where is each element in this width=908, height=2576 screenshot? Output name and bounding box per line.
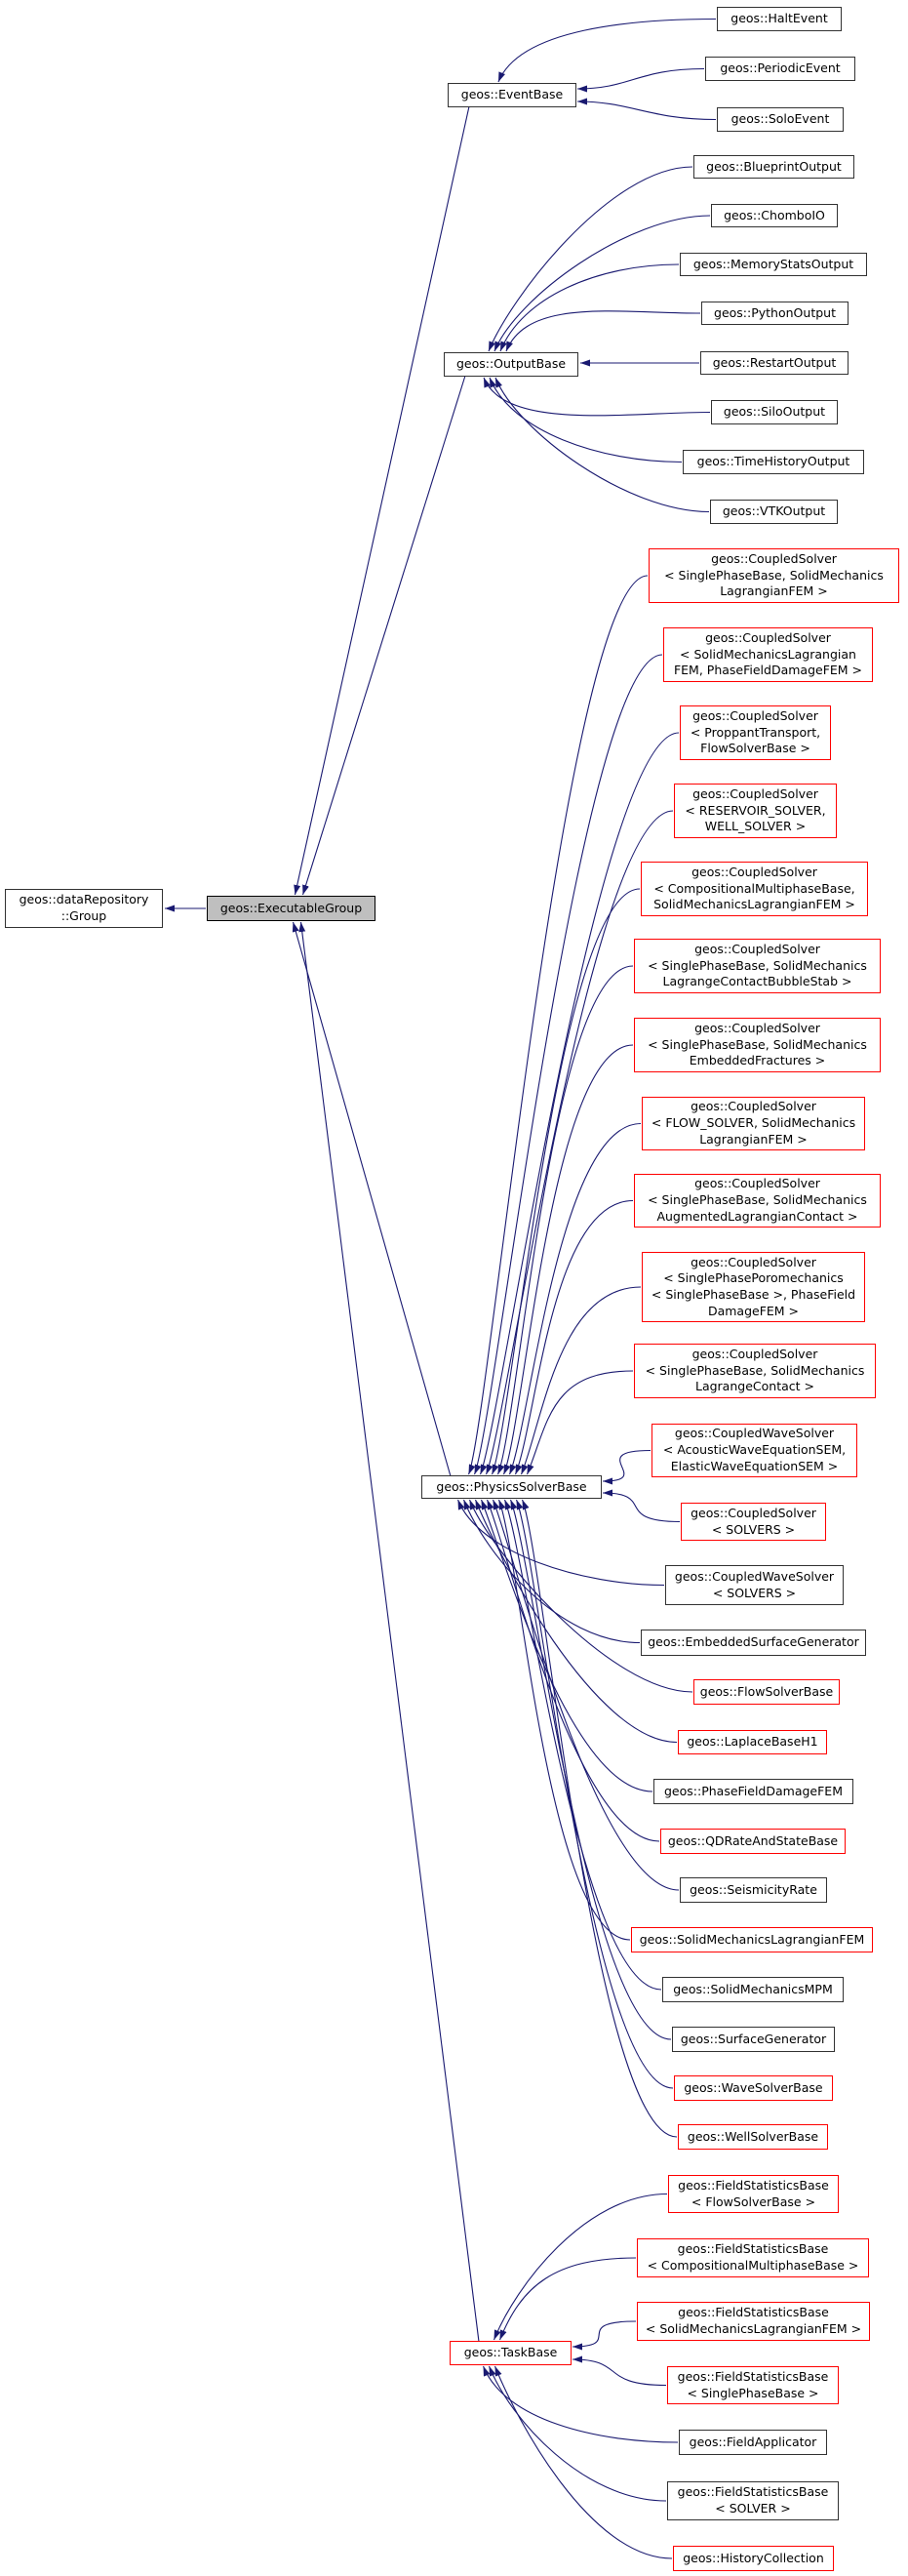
node-data-repository-group[interactable]: geos::dataRepository ::Group [5, 889, 163, 928]
inheritance-edge [301, 375, 466, 896]
node-task-base[interactable]: geos::TaskBase [450, 2341, 572, 2365]
node-coupledsolver-reservoir-well[interactable]: geos::CoupledSolver < RESERVOIR_SOLVER, … [674, 784, 837, 838]
inheritance-edge [467, 575, 649, 1475]
inheritance-edge [576, 98, 717, 121]
node-blueprint-output[interactable]: geos::BlueprintOutput [693, 155, 854, 179]
node-coupledsolver-solvers[interactable]: geos::CoupledSolver < SOLVERS > [681, 1503, 826, 1541]
inheritance-edge [298, 921, 480, 2343]
node-coupledsolver-flowsolver-lagrangianfem[interactable]: geos::CoupledSolver < FLOW_SOLVER, Solid… [642, 1097, 865, 1150]
inheritance-edge [493, 2365, 673, 2559]
inheritance-edge [602, 1449, 651, 1485]
inheritance-edge [483, 377, 711, 417]
node-seismicity-rate[interactable]: geos::SeismicityRate [680, 1877, 827, 1903]
node-coupledsolver-lagrangecontact[interactable]: geos::CoupledSolver < SinglePhaseBase, S… [634, 1344, 876, 1398]
inheritance-edge [294, 105, 470, 896]
node-coupledsolver-compositional-solidmech[interactable]: geos::CoupledSolver < CompositionalMulti… [641, 862, 868, 916]
node-solid-mechanics-mpm[interactable]: geos::SolidMechanicsMPM [662, 1977, 844, 2002]
inheritance-edge [497, 18, 717, 83]
inheritance-edge [503, 1499, 662, 1991]
node-fieldstatistics-compositional-multiphase[interactable]: geos::FieldStatisticsBase < Compositiona… [637, 2238, 869, 2277]
inheritance-edge [462, 1499, 641, 1644]
inheritance-edge [576, 67, 705, 93]
inheritance-edge [468, 1499, 693, 1693]
node-coupledsolver-poromechanics-phasefield[interactable]: geos::CoupledSolver < SinglePhasePoromec… [642, 1252, 865, 1322]
node-memory-stats-output[interactable]: geos::MemoryStatsOutput [680, 253, 867, 276]
inheritance-edge [602, 1489, 681, 1523]
inheritance-edge [496, 965, 634, 1475]
node-wave-solver-base[interactable]: geos::WaveSolverBase [674, 2075, 833, 2101]
node-executable-group[interactable]: geos::ExecutableGroup [207, 896, 375, 921]
inheritance-edge [509, 1499, 672, 2040]
node-fieldstatistics-solver[interactable]: geos::FieldStatisticsBase < SOLVER > [667, 2481, 839, 2520]
node-surface-generator[interactable]: geos::SurfaceGenerator [672, 2027, 835, 2052]
node-coupledsolver-solidmech-phasefielddamage[interactable]: geos::CoupledSolver < SolidMechanicsLagr… [663, 627, 873, 682]
inheritance-edge [572, 2355, 667, 2387]
node-coupledsolver-proppant-flow[interactable]: geos::CoupledSolver < ProppantTransport,… [680, 705, 831, 760]
node-python-output[interactable]: geos::PythonOutput [701, 302, 849, 325]
node-halt-event[interactable]: geos::HaltEvent [717, 7, 842, 31]
inheritance-edge [474, 1499, 678, 1744]
node-solid-mechanics-lagrangian-fem[interactable]: geos::SolidMechanicsLagrangianFEM [631, 1927, 873, 1952]
inheritance-edge [479, 732, 680, 1475]
inheritance-edge [493, 215, 711, 352]
node-coupledsolver-singlephase-lagrangianfem[interactable]: geos::CoupledSolver < SinglePhaseBase, S… [649, 548, 899, 603]
node-coupledsolver-augmentedlagrangiancontact[interactable]: geos::CoupledSolver < SinglePhaseBase, S… [634, 1174, 881, 1228]
inheritance-edge [482, 2365, 679, 2443]
node-physics-solver-base[interactable]: geos::PhysicsSolverBase [421, 1475, 602, 1499]
node-qd-rate-and-state-base[interactable]: geos::QDRateAndStateBase [660, 1829, 846, 1854]
inheritance-edge [497, 1499, 631, 1941]
node-time-history-output[interactable]: geos::TimeHistoryOutput [683, 450, 864, 474]
inheritance-edge [520, 1286, 642, 1475]
node-silo-output[interactable]: geos::SiloOutput [711, 400, 838, 424]
inheritance-edge [514, 1199, 634, 1475]
inheritance-edge [491, 888, 641, 1475]
inheritance-edge [456, 1499, 665, 1587]
node-laplace-base-h1[interactable]: geos::LaplaceBaseH1 [678, 1730, 827, 1754]
inheritance-edge [292, 921, 452, 1477]
node-well-solver-base[interactable]: geos::WellSolverBase [678, 2124, 828, 2150]
node-vtk-output[interactable]: geos::VTKOutput [710, 500, 838, 524]
inheritance-edge [499, 263, 680, 352]
node-coupledsolver-embeddedfractures[interactable]: geos::CoupledSolver < SinglePhaseBase, S… [634, 1018, 881, 1072]
inheritance-edge [526, 1370, 634, 1475]
inheritance-edge [488, 2365, 667, 2502]
inheritance-edge [505, 310, 701, 352]
inheritance-edge [521, 1499, 678, 2138]
node-embedded-surface-generator[interactable]: geos::EmbeddedSurfaceGenerator [641, 1630, 866, 1656]
node-periodic-event[interactable]: geos::PeriodicEvent [705, 57, 855, 81]
node-solo-event[interactable]: geos::SoloEvent [717, 107, 844, 132]
node-coupledwavesolver-solvers[interactable]: geos::CoupledWaveSolver < SOLVERS > [665, 1565, 844, 1605]
node-phase-field-damage-fem[interactable]: geos::PhaseFieldDamageFEM [653, 1779, 853, 1804]
node-coupledwavesolver-acoustic-elastic[interactable]: geos::CoupledWaveSolver < AcousticWaveEq… [651, 1424, 857, 1477]
inheritance-edge [498, 2257, 637, 2341]
inheritance-edge [572, 2320, 637, 2351]
node-fieldstatistics-solid-mechanics[interactable]: geos::FieldStatisticsBase < SolidMechani… [637, 2302, 870, 2341]
inheritance-edge [508, 1122, 642, 1475]
inheritance-edge [488, 166, 693, 352]
node-field-applicator[interactable]: geos::FieldApplicator [679, 2430, 827, 2455]
inheritance-edge [485, 810, 674, 1475]
node-history-collection[interactable]: geos::HistoryCollection [673, 2546, 834, 2571]
node-flow-solver-base[interactable]: geos::FlowSolverBase [693, 1679, 840, 1705]
inheritance-edge [502, 1044, 634, 1475]
inheritance-edge [489, 377, 683, 463]
inheritance-edge [493, 2193, 668, 2341]
node-event-base[interactable]: geos::EventBase [448, 83, 576, 107]
node-fieldstatistics-single-phase-base[interactable]: geos::FieldStatisticsBase < SinglePhaseB… [667, 2366, 839, 2404]
inheritance-edge [492, 1499, 680, 1891]
node-chombo-io[interactable]: geos::ChomboIO [711, 204, 838, 227]
node-output-base[interactable]: geos::OutputBase [444, 352, 578, 377]
inheritance-edge [515, 1499, 674, 2089]
node-restart-output[interactable]: geos::RestartOutput [700, 351, 849, 375]
node-fieldstatistics-flow-solver-base[interactable]: geos::FieldStatisticsBase < FlowSolverBa… [668, 2175, 839, 2213]
inheritance-edge [473, 654, 663, 1475]
node-coupledsolver-lagrangecontactbubblestab[interactable]: geos::CoupledSolver < SinglePhaseBase, S… [634, 939, 881, 993]
inheritance-edge [494, 377, 710, 513]
